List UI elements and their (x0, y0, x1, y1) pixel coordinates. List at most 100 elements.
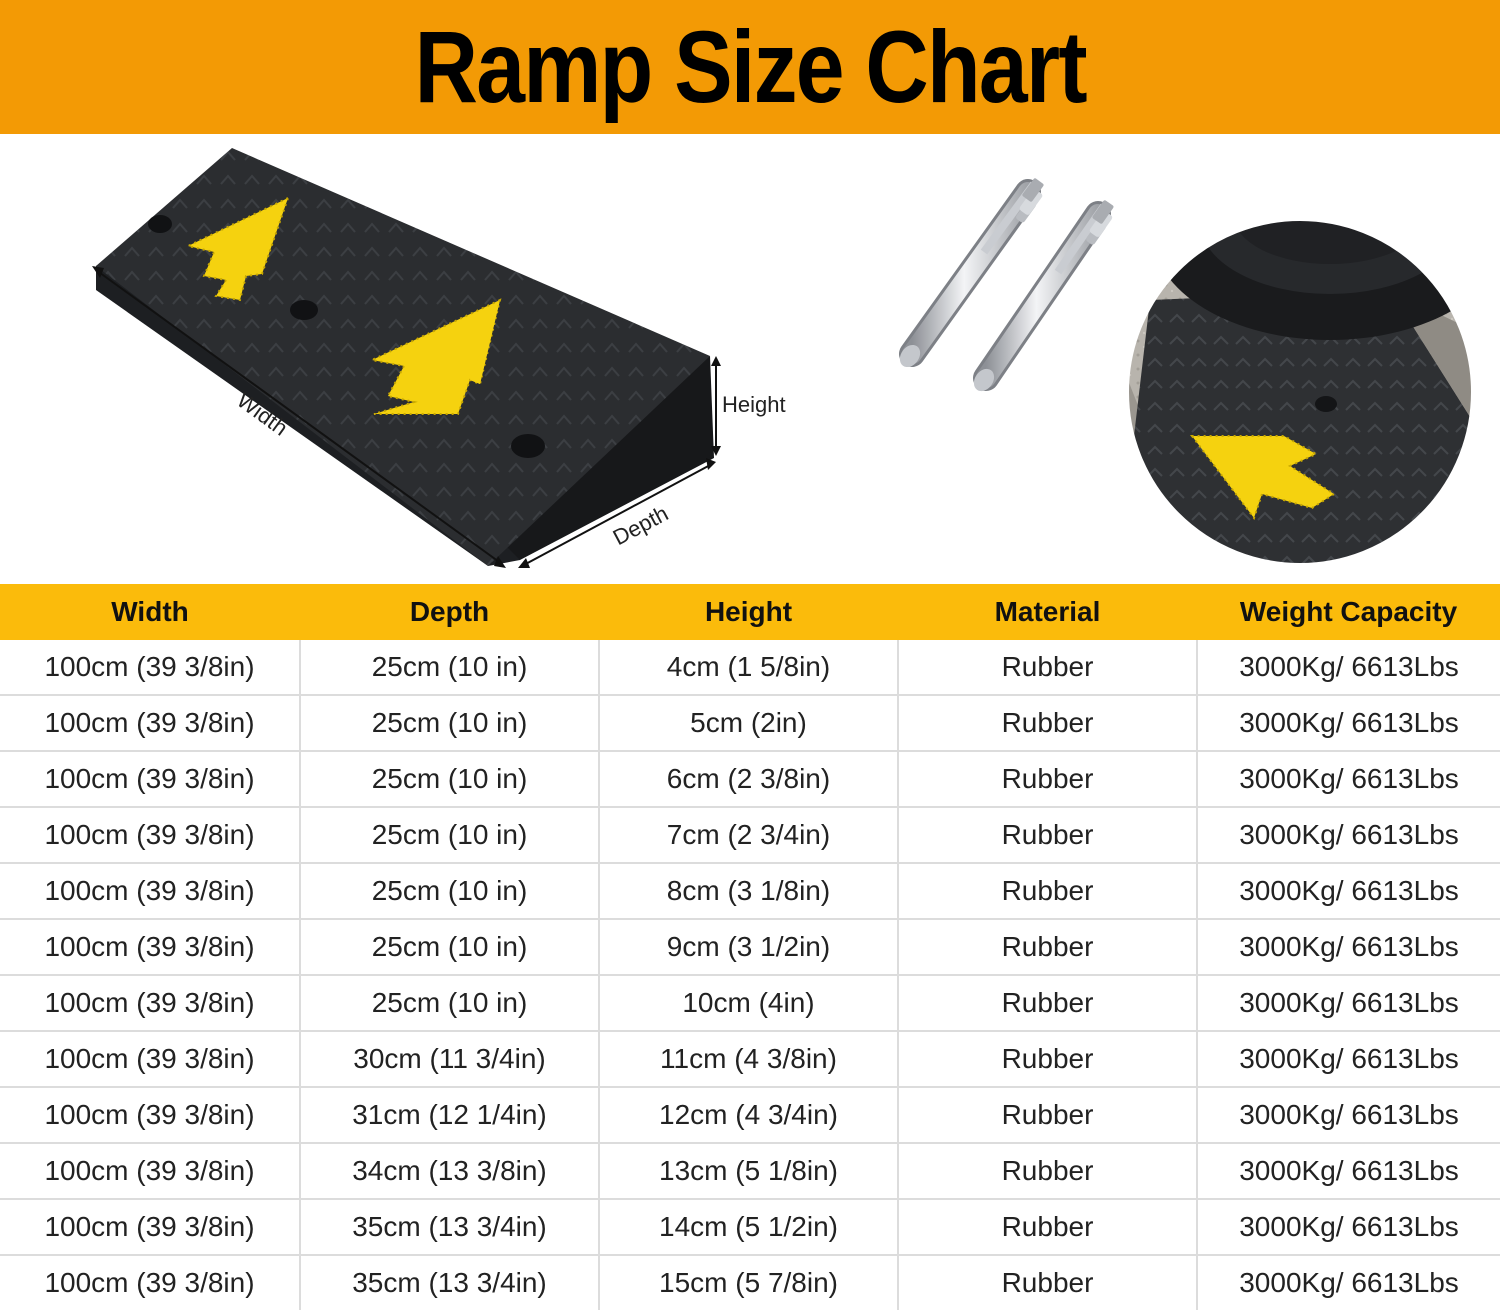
cell-depth: 25cm (10 in) (300, 975, 600, 1032)
mounting-hole-icon (290, 300, 318, 320)
arrowhead-icon (706, 458, 716, 470)
cell-height: 14cm (5 1/2in) (599, 1199, 899, 1256)
arrowhead-icon (518, 558, 530, 568)
column-header-material: Material (898, 584, 1197, 640)
cell-height: 12cm (4 3/4in) (599, 1087, 899, 1144)
cell-weight-capacity: 3000Kg/ 6613Lbs (1197, 919, 1500, 976)
arrowhead-icon (92, 266, 104, 278)
cell-width: 100cm (39 3/8in) (0, 695, 301, 752)
cell-width: 100cm (39 3/8in) (0, 975, 301, 1032)
arrow-icon (470, 300, 500, 384)
table-row: 100cm (39 3/8in) 25cm (10 in) 4cm (1 5/8… (0, 640, 1500, 696)
cell-material: Rubber (898, 807, 1198, 864)
arrowhead-icon (711, 446, 721, 456)
table-row: 100cm (39 3/8in) 25cm (10 in) 8cm (3 1/8… (0, 863, 1500, 920)
cell-weight-capacity: 3000Kg/ 6613Lbs (1197, 640, 1500, 696)
table-row: 100cm (39 3/8in) 25cm (10 in) 6cm (2 3/8… (0, 751, 1500, 808)
arrow-icon (1189, 435, 1336, 521)
mounting-hole-icon (148, 215, 172, 233)
cell-material: Rubber (898, 975, 1198, 1032)
cell-weight-capacity: 3000Kg/ 6613Lbs (1197, 1031, 1500, 1088)
cell-height: 9cm (3 1/2in) (599, 919, 899, 976)
cell-weight-capacity: 3000Kg/ 6613Lbs (1197, 751, 1500, 808)
dimension-lines (92, 266, 721, 568)
cell-material: Rubber (898, 1087, 1198, 1144)
cell-height: 4cm (1 5/8in) (599, 640, 899, 696)
arrow-icon (368, 298, 502, 415)
cell-depth: 25cm (10 in) (300, 807, 600, 864)
width-dimension-line (95, 269, 503, 565)
table-row: 100cm (39 3/8in) 30cm (11 3/4in) 11cm (4… (0, 1031, 1500, 1088)
cell-weight-capacity: 3000Kg/ 6613Lbs (1197, 1087, 1500, 1144)
cell-weight-capacity: 3000Kg/ 6613Lbs (1197, 1199, 1500, 1256)
cell-material: Rubber (898, 695, 1198, 752)
cell-depth: 31cm (12 1/4in) (300, 1087, 600, 1144)
cell-material: Rubber (898, 863, 1198, 920)
expansion-bolt-icon (899, 178, 1044, 368)
table-row: 100cm (39 3/8in) 25cm (10 in) 9cm (3 1/2… (0, 919, 1500, 976)
cell-material: Rubber (898, 1199, 1198, 1256)
cell-width: 100cm (39 3/8in) (0, 1199, 301, 1256)
column-header-height: Height (599, 584, 898, 640)
title-banner: Ramp Size Chart (0, 0, 1500, 134)
cell-weight-capacity: 3000Kg/ 6613Lbs (1197, 975, 1500, 1032)
page-title: Ramp Size Chart (414, 10, 1087, 124)
table-row: 100cm (39 3/8in) 25cm (10 in) 10cm (4in)… (0, 975, 1500, 1032)
cell-depth: 25cm (10 in) (300, 751, 600, 808)
photo-ramp (1130, 290, 1472, 564)
cell-material: Rubber (898, 751, 1198, 808)
cell-width: 100cm (39 3/8in) (0, 1143, 301, 1200)
cell-weight-capacity: 3000Kg/ 6613Lbs (1197, 1143, 1500, 1200)
table-header-row: Width Depth Height Material Weight Capac… (0, 584, 1500, 640)
cell-material: Rubber (898, 1031, 1198, 1088)
ramp-drawing (96, 148, 714, 566)
cell-height: 6cm (2 3/8in) (599, 751, 899, 808)
arrow-icon (184, 196, 290, 302)
cell-height: 5cm (2in) (599, 695, 899, 752)
table-row: 100cm (39 3/8in) 35cm (13 3/4in) 15cm (5… (0, 1255, 1500, 1310)
table-row: 100cm (39 3/8in) 35cm (13 3/4in) 14cm (5… (0, 1199, 1500, 1256)
mounting-hole-icon (511, 434, 545, 458)
cell-material: Rubber (898, 1143, 1198, 1200)
cell-height: 7cm (2 3/4in) (599, 807, 899, 864)
column-header-weight-capacity: Weight Capacity (1197, 584, 1500, 640)
arrowhead-icon (711, 356, 721, 366)
usage-photo (1128, 220, 1472, 564)
cell-material: Rubber (898, 1255, 1198, 1310)
column-header-width: Width (0, 584, 300, 640)
cell-weight-capacity: 3000Kg/ 6613Lbs (1197, 863, 1500, 920)
height-label: Height (722, 392, 786, 417)
cell-height: 10cm (4in) (599, 975, 899, 1032)
cell-height: 13cm (5 1/8in) (599, 1143, 899, 1200)
table-row: 100cm (39 3/8in) 34cm (13 3/8in) 13cm (5… (0, 1143, 1500, 1200)
cell-depth: 30cm (11 3/4in) (300, 1031, 600, 1088)
cell-depth: 34cm (13 3/8in) (300, 1143, 600, 1200)
cell-width: 100cm (39 3/8in) (0, 1087, 301, 1144)
cell-weight-capacity: 3000Kg/ 6613Lbs (1239, 1267, 1459, 1298)
cell-depth: 35cm (13 3/4in) (300, 1199, 600, 1256)
column-header-depth: Depth (300, 584, 599, 640)
cell-material: Rubber (898, 919, 1198, 976)
expansion-bolt-icon (973, 200, 1114, 392)
cell-width: 100cm (39 3/8in) (0, 863, 301, 920)
cell-depth: 25cm (10 in) (300, 863, 600, 920)
size-chart-table: Width Depth Height Material Weight Capac… (0, 584, 1500, 1310)
cell-width: 100cm (39 3/8in) (0, 1031, 301, 1088)
cell-weight-capacity: 3000Kg/ 6613Lbs (1197, 807, 1500, 864)
cell-width: 100cm (39 3/8in) (0, 751, 301, 808)
cell-width: 100cm (39 3/8in) (0, 1255, 301, 1310)
depth-dimension-line (521, 463, 713, 567)
mounting-hole-icon (1315, 396, 1337, 412)
table-row: 100cm (39 3/8in) 25cm (10 in) 7cm (2 3/4… (0, 807, 1500, 864)
cell-weight-capacity: 3000Kg/ 6613Lbs (1197, 695, 1500, 752)
cell-depth: 25cm (10 in) (300, 919, 600, 976)
cell-height: 15cm (5 7/8in) (599, 1255, 899, 1310)
cell-width: 100cm (39 3/8in) (0, 640, 301, 696)
cell-material: Rubber (898, 640, 1198, 696)
table-row: 100cm (39 3/8in) 25cm (10 in) 5cm (2in) … (0, 695, 1500, 752)
product-illustration: Width Depth Height (92, 148, 1473, 568)
cell-width: 100cm (39 3/8in) (0, 807, 301, 864)
cell-depth: 25cm (10 in) (300, 640, 600, 696)
arrowhead-icon (494, 556, 506, 568)
